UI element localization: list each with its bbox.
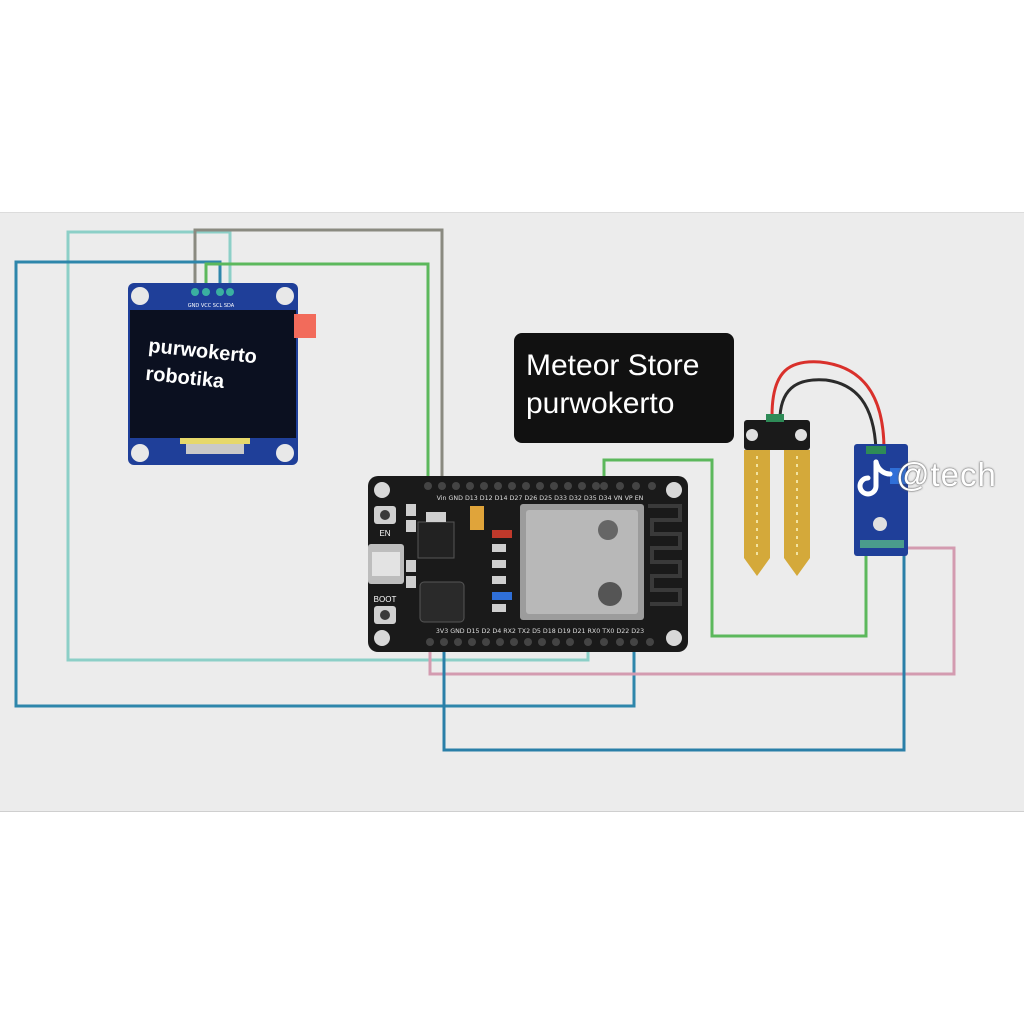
oled-display: GND VCC SCL SDA [128,283,316,465]
usb-chip [419,581,465,623]
mount-hole [374,630,390,646]
store-label-line-1: Meteor Store [526,349,700,382]
wire-blue [14,260,636,708]
en-label: EN [379,529,390,538]
tiktok-icon [857,459,893,497]
mount-hole [131,287,149,305]
mount-hole [374,482,390,498]
soil-probe [744,414,810,576]
wire-probe-black [778,378,878,451]
store-label: Meteor Store purwokerto [514,333,734,443]
top-pin-labels: Vin GND D13 D12 D14 D27 D26 D25 D33 D32 … [437,495,644,502]
esp32-board: Vin GND D13 D12 D14 D27 D26 D25 D33 D32 … [368,476,688,652]
wire-teal [66,230,590,662]
mount-hole [666,630,682,646]
mount-hole [666,482,682,498]
potentiometer [890,468,906,484]
top-header-pins [424,482,656,490]
mount-hole [131,444,149,462]
oled-ribbon-edge [180,438,250,444]
sensor-module [854,444,908,556]
wire-pink [428,546,956,676]
oled-tab [294,314,316,338]
oled-pin [202,288,210,296]
oled-screen [130,310,296,438]
mount-hole [795,429,807,441]
store-label-line-2: purwokerto [526,387,675,420]
oled-pin [226,288,234,296]
mount-hole [276,444,294,462]
oled-pin-labels: GND VCC SCL SDA [188,303,235,309]
wire-green-signal [602,458,868,638]
watermark: @tech [858,456,997,494]
voltage-regulator [417,521,455,559]
boot-label: BOOT [374,595,397,604]
watermark-text: @tech [896,456,997,493]
wire-dark-blue [442,548,906,752]
bottom-pin-labels: 3V3 GND D15 D2 D4 RX2 TX2 D5 D18 D19 D21… [436,628,644,635]
wire-green-power [204,262,430,488]
antenna-trace [648,504,682,606]
mount-hole [746,429,758,441]
oled-pin [216,288,224,296]
mount-hole [873,517,887,531]
mount-hole [276,287,294,305]
bottom-header-pins [426,638,654,646]
wire-probe-red [770,360,886,451]
oled-text: purwokerto robotika [144,332,258,399]
espressif-logo [598,582,622,606]
oled-pin [191,288,199,296]
